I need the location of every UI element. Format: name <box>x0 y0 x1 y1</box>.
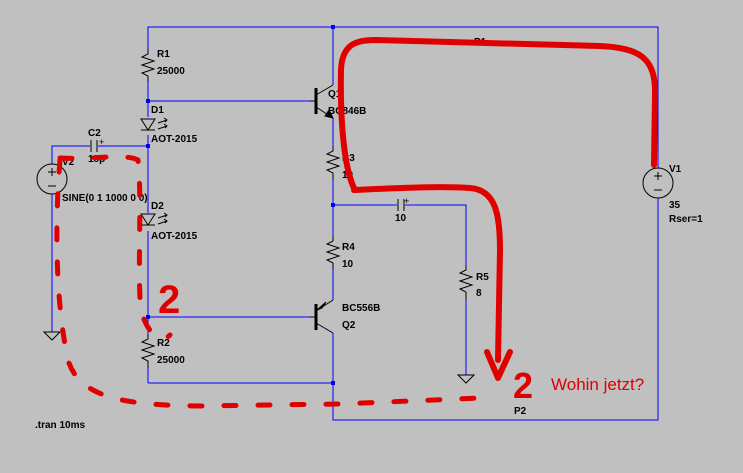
junction-dot <box>146 315 150 319</box>
r1-ref: R1 <box>157 49 170 60</box>
v2-ref: V2 <box>62 157 75 168</box>
c2-ref: C2 <box>88 128 101 139</box>
d1-value: AOT-2015 <box>151 134 198 145</box>
resistor-r4[interactable] <box>325 236 341 270</box>
diode-d1[interactable] <box>140 117 168 131</box>
resistor-r5[interactable] <box>458 265 474 299</box>
annotation-mark-a: 2 <box>158 278 180 322</box>
d2-ref: D2 <box>151 201 164 212</box>
junction-dot <box>331 25 335 29</box>
spice-directive[interactable]: .tran 10ms <box>35 420 85 431</box>
annotation-question: Wohin jetzt? <box>551 375 644 394</box>
voltage-source-v1[interactable] <box>642 167 674 199</box>
annotation-dashed-loop <box>54 154 483 409</box>
annotations <box>54 37 659 409</box>
v2-value: SINE(0 1 1000 0 0) <box>62 193 148 204</box>
wires <box>51 26 659 421</box>
v1-ref: V1 <box>669 164 682 175</box>
junction-dot <box>331 381 335 385</box>
annotation-mark-b: 2 <box>513 365 533 406</box>
wire-c1-r5[interactable] <box>405 204 467 265</box>
diode-d2[interactable] <box>140 212 168 226</box>
wire-v1-bottom[interactable] <box>332 198 659 421</box>
annotation-path-arrow <box>337 37 659 193</box>
q2-ref: Q2 <box>342 320 356 331</box>
net-label-p2: P2 <box>514 406 527 417</box>
capacitor-c2[interactable] <box>90 140 98 152</box>
d2-value: AOT-2015 <box>151 231 198 242</box>
junction-dot <box>331 203 335 207</box>
r2-value: 25000 <box>157 355 185 366</box>
resistor-r2[interactable] <box>140 334 156 368</box>
resistor-r1[interactable] <box>140 49 156 82</box>
junction-dot <box>146 144 150 148</box>
q2-value: BC556B <box>342 303 380 314</box>
c2-plus-sign: + <box>99 137 104 147</box>
transistor-q1[interactable] <box>309 84 334 119</box>
capacitor-c1[interactable] <box>397 199 405 211</box>
c1-plus-sign: + <box>404 196 409 206</box>
r4-ref: R4 <box>342 242 355 253</box>
junctions <box>146 25 335 385</box>
ground-icon <box>42 331 62 341</box>
v1-value: 35 <box>669 200 681 211</box>
d1-ref: D1 <box>151 105 164 116</box>
r4-value: 10 <box>342 259 354 270</box>
arrow-head-icon <box>484 349 513 381</box>
v1-rser: Rser=1 <box>669 214 703 225</box>
r2-ref: R2 <box>157 338 170 349</box>
resistor-r3[interactable] <box>325 146 341 180</box>
r5-ref: R5 <box>476 272 489 283</box>
wire-v2-c2[interactable] <box>51 145 90 164</box>
c1-value: 10 <box>395 213 407 224</box>
ground-icon <box>456 374 476 384</box>
junction-dot <box>146 99 150 103</box>
q1-ref: Q1 <box>328 89 342 100</box>
transistor-q2[interactable] <box>309 299 334 334</box>
voltage-source-v2[interactable] <box>36 163 68 195</box>
r1-value: 25000 <box>157 66 185 77</box>
r5-value: 8 <box>476 288 482 299</box>
wire-top-rail[interactable] <box>147 26 659 168</box>
q1-value: BC846B <box>328 106 366 117</box>
annotation-path-lower <box>351 184 503 363</box>
